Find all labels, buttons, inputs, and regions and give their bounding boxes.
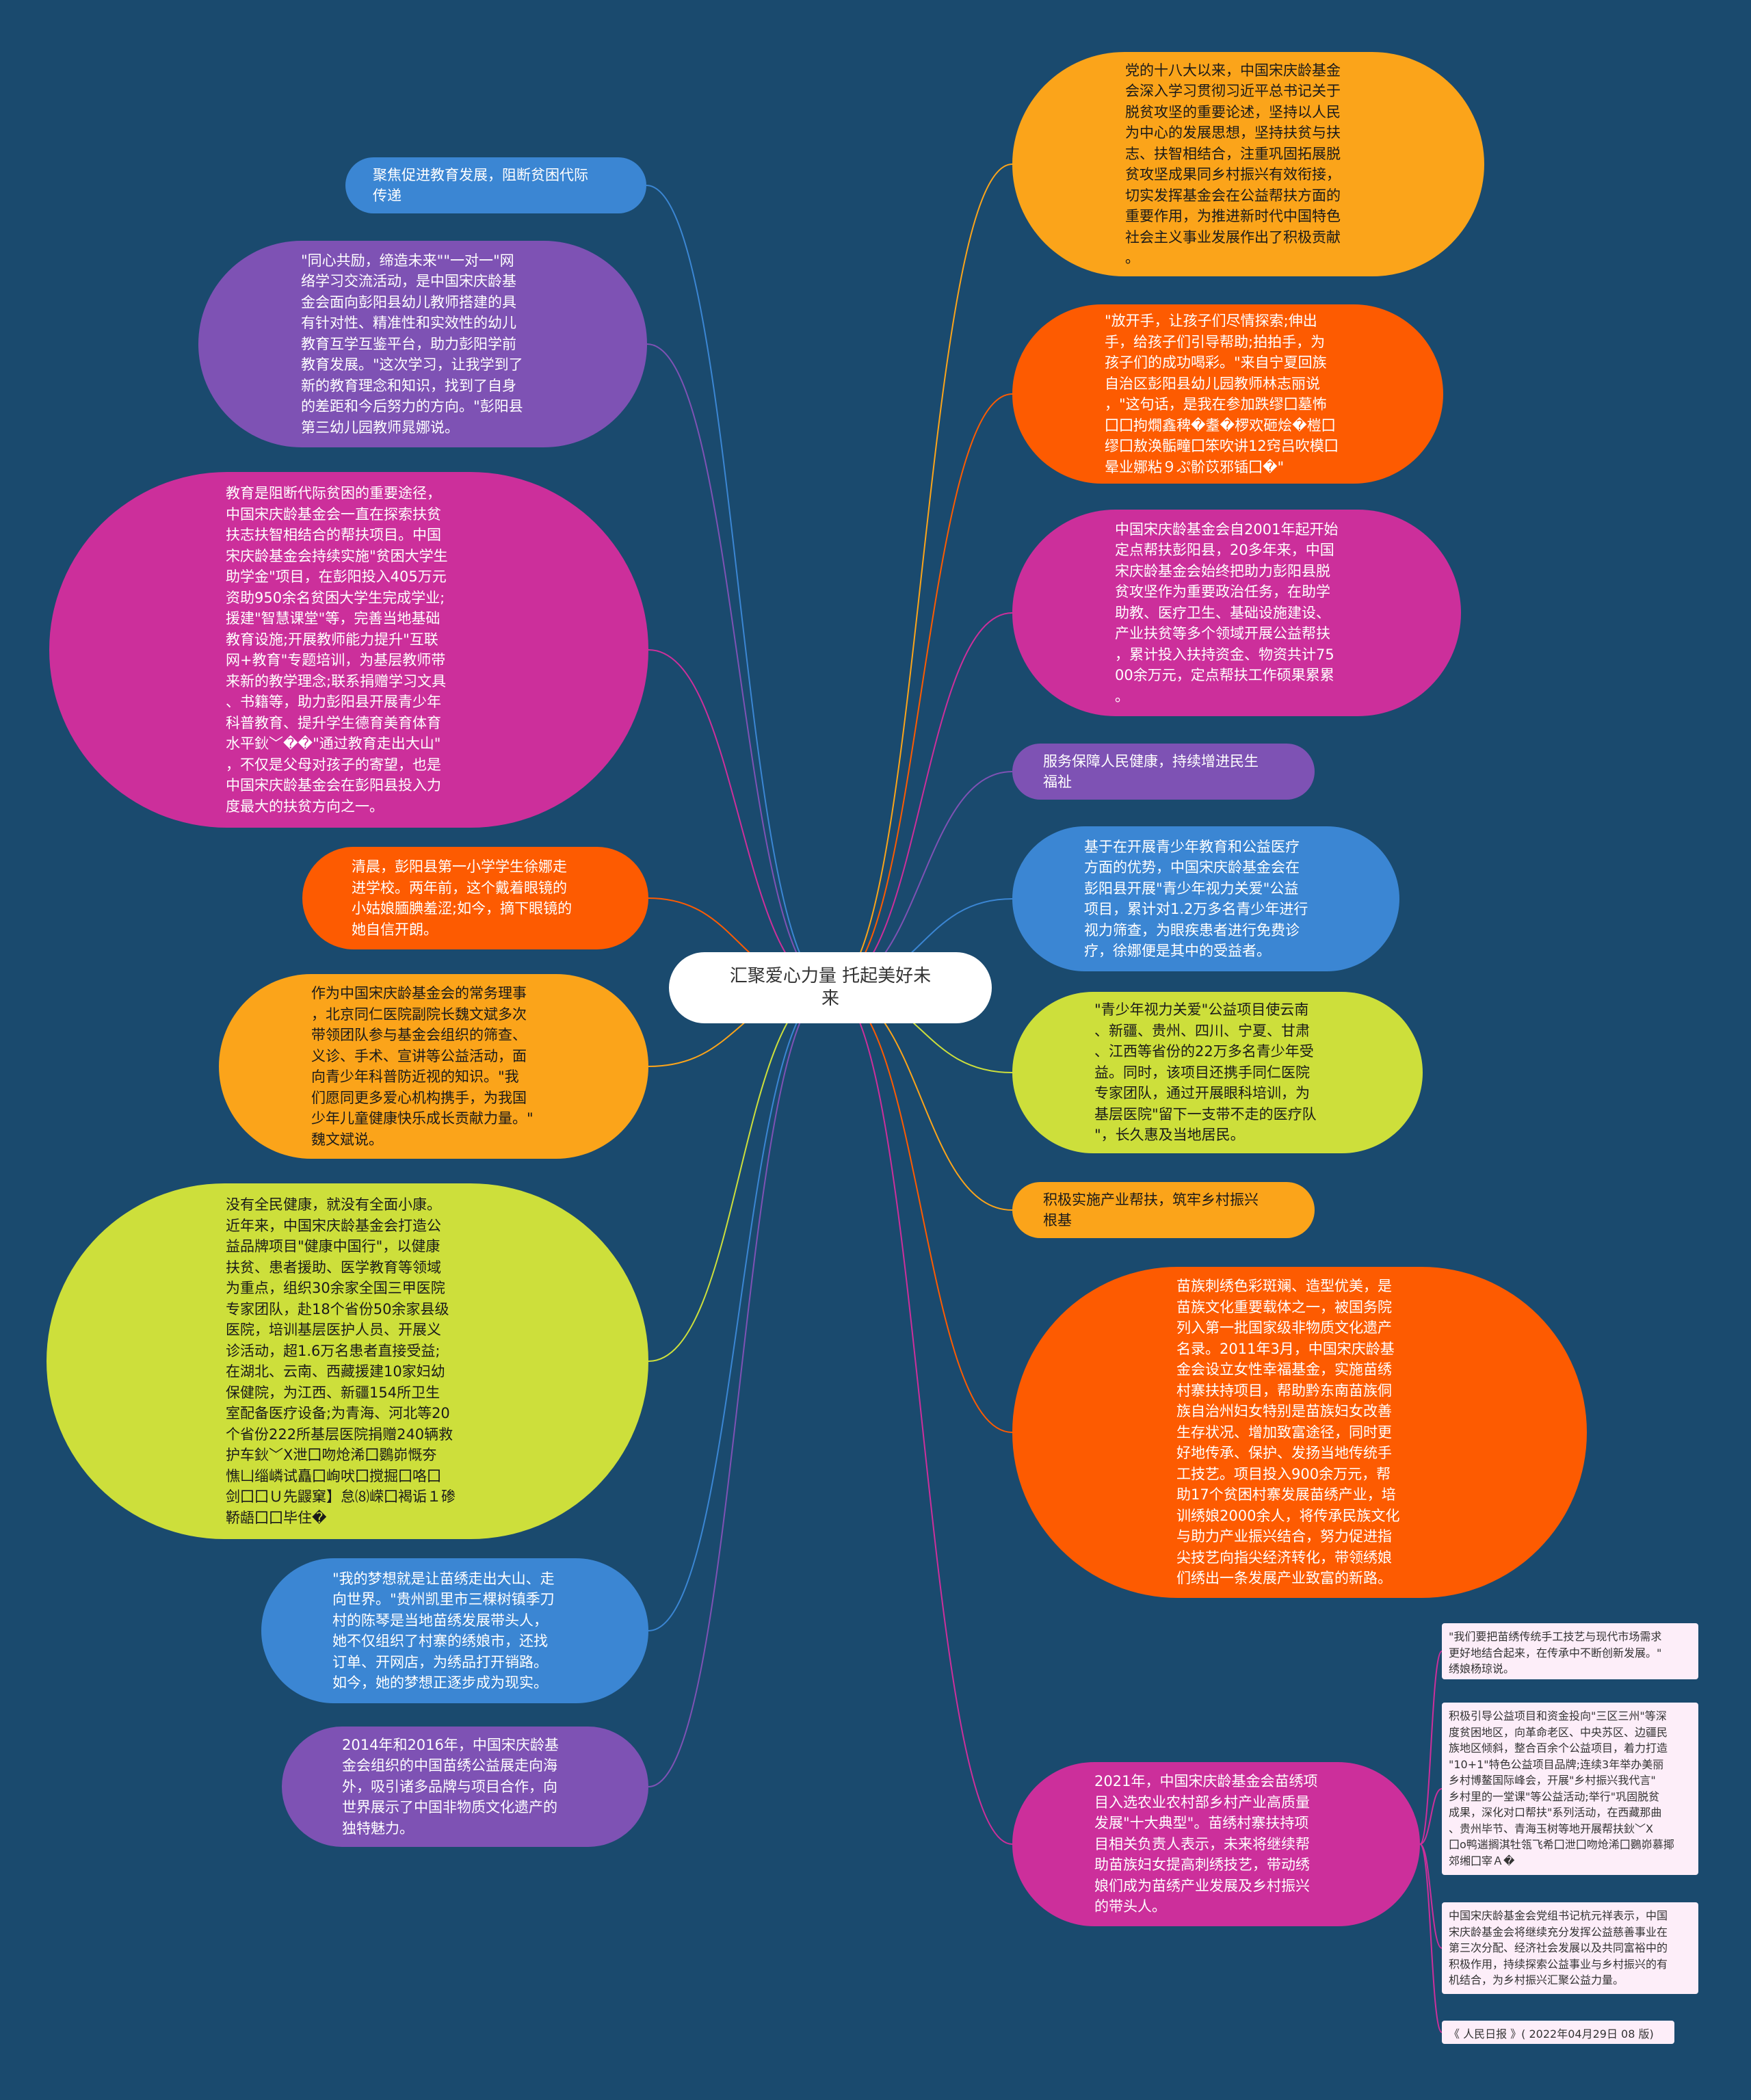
central-topic[interactable]: 汇聚爱心力量 托起美好未 来	[669, 952, 992, 1023]
node-text: 党的十八大以来，中国宋庆龄基金 会深入学习贯彻习近平总书记关于 脱贫攻坚的重要论…	[1125, 62, 1341, 267]
connector-left-node-2	[646, 343, 831, 988]
node-text: "同心共励，缔造未来""一对一"网 络学习交流活动，是中国宋庆龄基 金会面向彭阳…	[301, 252, 523, 436]
left-node-5[interactable]: 作为中国宋庆龄基金会的常务理事 ，北京同仁医院副院长魏文斌多次 带领团队参与基金…	[219, 974, 648, 1159]
left-node-7[interactable]: "我的梦想就是让苗绣走出大山、走 向世界。"贵州凯里市三棵树镇季刀 村的陈琴是当…	[261, 1558, 648, 1703]
right-node-2[interactable]: "放开手，让孩子们尽情探索;伸出 手，给孩子们引导帮助;拍拍手，为 孩子们的成功…	[1012, 304, 1443, 484]
node-text: 聚焦促进教育发展，阻断贫困代际 传递	[373, 166, 588, 205]
note-text: "我们要把苗绣传统手工技艺与现代市场需求 更好地结合起来，在传承中不断创新发展。…	[1449, 1630, 1662, 1675]
connector-right-node-1	[830, 163, 1013, 988]
connector-right-node-9	[830, 987, 1013, 1845]
left-node-1[interactable]: 聚焦促进教育发展，阻断贫困代际 传递	[345, 157, 646, 213]
connector-left-node-7	[648, 987, 831, 1631]
left-node-4[interactable]: 清晨，彭阳县第一小学学生徐娜走 进学校。两年前，这个戴着眼镜的 小姑娘腼腆羞涩;…	[302, 847, 648, 949]
node-text: 清晨，彭阳县第一小学学生徐娜走 进学校。两年前，这个戴着眼镜的 小姑娘腼腆羞涩;…	[352, 858, 572, 938]
left-node-3[interactable]: 教育是阻断代际贫困的重要途径， 中国宋庆龄基金会一直在探索扶贫 扶志扶智相结合的…	[49, 472, 648, 828]
left-node-8[interactable]: 2014年和2016年，中国宋庆龄基 金会组织的中国苗绣公益展走向海 外，吸引诸…	[282, 1727, 648, 1847]
node-text: 教育是阻断代际贫困的重要途径， 中国宋庆龄基金会一直在探索扶贫 扶志扶智相结合的…	[226, 485, 448, 815]
connector-left-node-3	[648, 649, 831, 988]
node-text: 没有全民健康，就没有全面小康。 近年来，中国宋庆龄基金会打造公 益品牌项目"健康…	[226, 1196, 456, 1526]
node-text: 积极实施产业帮扶，筑牢乡村振兴 根基	[1043, 1191, 1259, 1229]
note-text: 《 人民日报 》( 2022年04月29日 08 版)	[1449, 2027, 1654, 2040]
note-text: 积极引导公益项目和资金投向"三区三州"等深 度贫困地区，向革命老区、中央苏区、边…	[1449, 1709, 1674, 1867]
left-node-6[interactable]: 没有全民健康，就没有全面小康。 近年来，中国宋庆龄基金会打造公 益品牌项目"健康…	[47, 1183, 648, 1539]
node-text: 作为中国宋庆龄基金会的常务理事 ，北京同仁医院副院长魏文斌多次 带领团队参与基金…	[311, 985, 534, 1148]
connector-note-quote	[1419, 1651, 1443, 1845]
note-poverty-areas[interactable]: 积极引导公益项目和资金投向"三区三州"等深 度贫困地区，向革命老区、中央苏区、边…	[1442, 1703, 1698, 1875]
node-text: 苗族刺绣色彩斑斓、造型优美，是 苗族文化重要载体之一，被国务院 列入第一批国家级…	[1176, 1278, 1400, 1587]
right-node-9[interactable]: 2021年，中国宋庆龄基金会苗绣项 目入选农业农村部乡村产业高质量 发展"十大典…	[1012, 1762, 1420, 1926]
left-node-2[interactable]: "同心共励，缔造未来""一对一"网 络学习交流活动，是中国宋庆龄基 金会面向彭阳…	[198, 241, 647, 447]
node-text: "青少年视力关爱"公益项目使云南 、新疆、贵州、四川、宁夏、甘肃 、江西等省份的…	[1094, 1001, 1317, 1144]
note-source[interactable]: 《 人民日报 》( 2022年04月29日 08 版)	[1442, 2021, 1674, 2044]
right-node-4[interactable]: 服务保障人民健康，持续增进民生 福祉	[1012, 744, 1315, 800]
connector-note-party-secretary	[1419, 1843, 1443, 1949]
node-text: 2014年和2016年，中国宋庆龄基 金会组织的中国苗绣公益展走向海 外，吸引诸…	[342, 1736, 559, 1837]
note-text: 中国宋庆龄基金会党组书记杭元祥表示，中国 宋庆龄基金会将继续充分发挥公益慈善事业…	[1449, 1909, 1668, 1986]
right-node-7[interactable]: 积极实施产业帮扶，筑牢乡村振兴 根基	[1012, 1182, 1315, 1238]
connector-note-poverty-areas	[1419, 1788, 1443, 1845]
node-text: "我的梦想就是让苗绣走出大山、走 向世界。"贵州凯里市三棵树镇季刀 村的陈琴是当…	[332, 1570, 555, 1692]
connector-note-source	[1419, 1843, 1443, 2033]
right-node-8[interactable]: 苗族刺绣色彩斑斓、造型优美，是 苗族文化重要载体之一，被国务院 列入第一批国家级…	[1012, 1267, 1587, 1598]
connector-left-node-8	[648, 987, 831, 1787]
node-text: 服务保障人民健康，持续增进民生 福祉	[1043, 752, 1259, 791]
node-text: "放开手，让孩子们尽情探索;伸出 手，给孩子们引导帮助;拍拍手，为 孩子们的成功…	[1105, 313, 1339, 475]
node-text: 2021年，中国宋庆龄基金会苗绣项 目入选农业农村部乡村产业高质量 发展"十大典…	[1094, 1773, 1318, 1915]
right-node-3[interactable]: 中国宋庆龄基金会自2001年起开始 定点帮扶彭阳县，20多年来，中国 宋庆龄基金…	[1012, 510, 1461, 716]
note-party-secretary[interactable]: 中国宋庆龄基金会党组书记杭元祥表示，中国 宋庆龄基金会将继续充分发挥公益慈善事业…	[1442, 1902, 1698, 1994]
node-text: 中国宋庆龄基金会自2001年起开始 定点帮扶彭阳县，20多年来，中国 宋庆龄基金…	[1115, 521, 1339, 705]
central-topic-text: 汇聚爱心力量 托起美好未 来	[729, 966, 932, 1009]
connector-right-node-3	[830, 612, 1013, 988]
connector-right-node-2	[830, 393, 1013, 988]
right-node-5[interactable]: 基于在开展青少年教育和公益医疗 方面的优势，中国宋庆龄基金会在 彭阳县开展"青少…	[1012, 826, 1399, 971]
right-node-1[interactable]: 党的十八大以来，中国宋庆龄基金 会深入学习贯彻习近平总书记关于 脱贫攻坚的重要论…	[1012, 52, 1484, 276]
connector-left-node-1	[646, 185, 831, 988]
connector-right-node-8	[830, 987, 1013, 1433]
note-quote[interactable]: "我们要把苗绣传统手工技艺与现代市场需求 更好地结合起来，在传承中不断创新发展。…	[1442, 1623, 1698, 1679]
right-node-6[interactable]: "青少年视力关爱"公益项目使云南 、新疆、贵州、四川、宁夏、甘肃 、江西等省份的…	[1012, 992, 1423, 1153]
node-text: 基于在开展青少年教育和公益医疗 方面的优势，中国宋庆龄基金会在 彭阳县开展"青少…	[1084, 838, 1308, 960]
